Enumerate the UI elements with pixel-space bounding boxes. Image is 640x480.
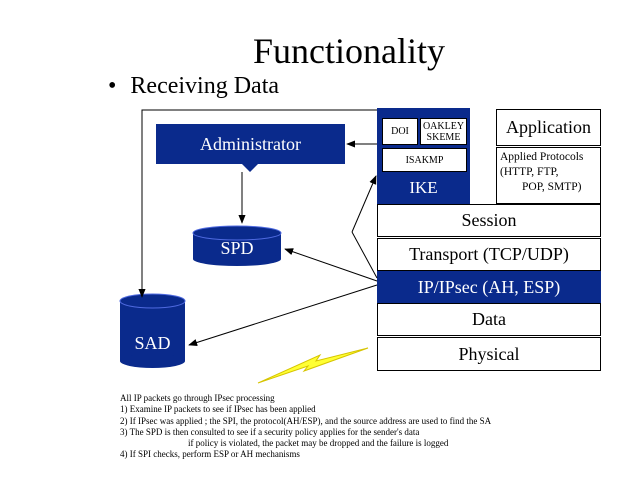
note-line: All IP packets go through IPsec processi…	[120, 393, 275, 403]
layer-physical: Physical	[377, 337, 601, 371]
spd-cylinder	[192, 225, 282, 266]
arrow-ipsec-to-spd	[284, 248, 378, 282]
note-line: 2) If IPsec was applied ; the SPI, the p…	[120, 415, 492, 426]
skeme-label: SKEME	[426, 131, 461, 143]
layer-session: Session	[377, 204, 601, 237]
administrator-block	[156, 124, 345, 172]
layer-ipsec: IP/IPsec (AH, ESP)	[417, 277, 561, 297]
note-line: 1) Examine IP packets to see if IPsec ha…	[120, 404, 316, 415]
layer-transport: Transport (TCP/UDP)	[377, 238, 601, 271]
bullet-item: • Receiving Data	[108, 73, 279, 100]
applied-protocols-line-2: (HTTP, FTP,	[500, 166, 559, 178]
administrator-label: Administrator	[200, 133, 301, 154]
applied-protocols-line-3: POP, SMTP)	[522, 181, 582, 193]
ipsec-layer-fill	[377, 271, 601, 304]
arrow-ipsec-to-ike	[351, 231, 378, 279]
applied-protocols-line-1: Applied Protocols	[500, 151, 584, 163]
lightning-bolt-icon	[257, 347, 369, 384]
ike-label: IKE	[409, 178, 438, 197]
arrow-ipsec-to-ike-head	[351, 175, 377, 233]
sad-cylinder	[119, 293, 186, 368]
spd-label: SPD	[220, 237, 254, 258]
page-title: Functionality	[253, 31, 445, 71]
loop-line	[138, 109, 377, 298]
arrow-ipsec-to-sad	[188, 284, 378, 346]
applied-protocols-box: Applied Protocols (HTTP, FTP, POP, SMTP)	[496, 147, 601, 204]
note-line: if policy is violated, the packet may be…	[188, 438, 449, 449]
sad-label: SAD	[134, 332, 171, 353]
notes-block: All IP packets go through IPsec processi…	[120, 393, 491, 461]
oakley-label: OAKLEY	[422, 120, 465, 132]
layer-data: Data	[377, 303, 601, 336]
note-line: 3) The SPD is then consulted to see if a…	[120, 426, 420, 437]
bullet-text: Receiving Data	[130, 73, 280, 99]
note-line: 4) If SPI checks, perform ESP or AH mech…	[120, 449, 300, 460]
doi-box: DOI	[382, 118, 418, 145]
bullet-dot: •	[108, 73, 117, 99]
application-box: Application	[496, 109, 601, 146]
isakmp-box: ISAKMP	[382, 148, 467, 172]
